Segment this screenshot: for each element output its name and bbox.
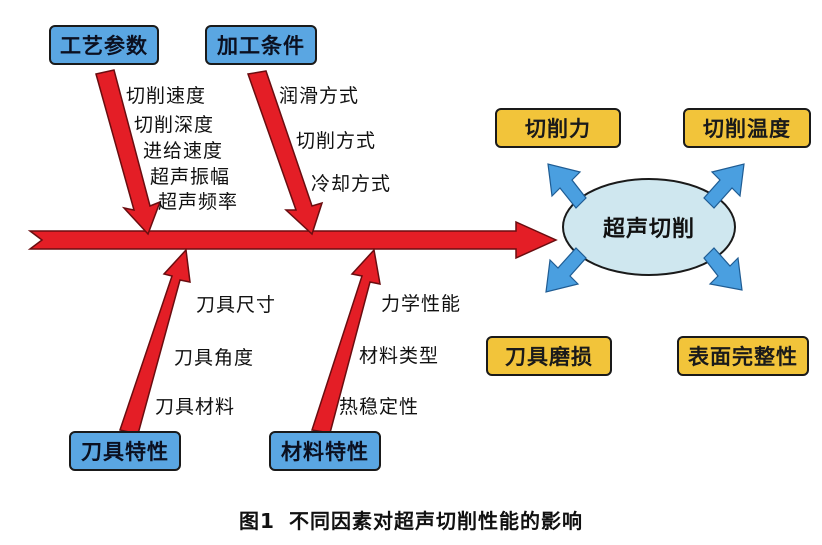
figure-title: 不同因素对超声切削性能的影响 [288,509,583,533]
process-param-item: 超声频率 [158,191,239,213]
tool-properties-arrow [119,248,191,435]
cutting-force-box: 切削力 [495,108,621,148]
machining-condition-item: 冷却方式 [311,173,392,195]
tool-property-item: 刀具角度 [174,347,255,369]
cutting-temperature-box: 切削温度 [683,108,811,148]
material-property-item: 材料类型 [359,345,440,367]
center-ellipse [562,178,736,276]
process-param-item: 超声振幅 [150,166,231,188]
process-param-item: 切削深度 [134,114,215,136]
figure-caption: 图1 不同因素对超声切削性能的影响 [0,505,822,534]
surface-integrity-box: 表面完整性 [677,336,809,376]
arrow-to-surface-integrity [703,247,743,291]
main-spine-arrow [27,220,558,260]
process-param-item: 进给速度 [143,140,224,162]
material-properties-box: 材料特性 [269,431,381,471]
arrow-to-cutting-force [547,163,587,209]
tool-property-item: 刀具材料 [155,396,236,418]
machining-conditions-box: 加工条件 [205,25,317,65]
process-param-item: 切削速度 [126,85,207,107]
process-params-box: 工艺参数 [49,25,159,65]
tool-properties-box: 刀具特性 [69,431,181,471]
machining-condition-item: 润滑方式 [279,85,360,107]
material-property-item: 热稳定性 [339,396,420,418]
center-label: 超声切削 [602,217,695,242]
arrow-to-cutting-temperature [703,163,745,209]
tool-property-item: 刀具尺寸 [196,294,277,316]
machining-conditions-arrow [246,70,324,236]
material-properties-arrow [311,248,381,434]
process-params-arrow [95,69,162,236]
material-property-item: 力学性能 [381,293,462,315]
arrow-to-tool-wear [545,247,587,293]
tool-wear-box: 刀具磨损 [486,336,612,376]
figure-number: 图1 [239,509,275,533]
machining-condition-item: 切削方式 [296,130,377,152]
